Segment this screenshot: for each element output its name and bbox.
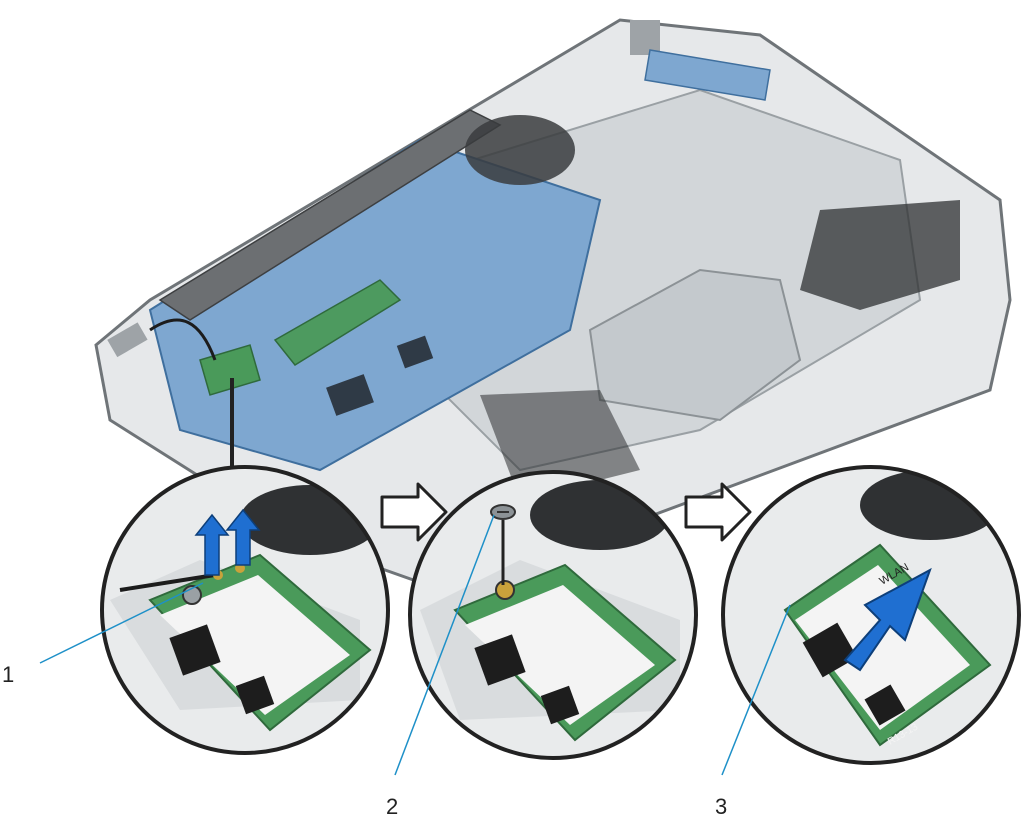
- detail-circle-1: [100, 465, 390, 755]
- callout-line-3: [721, 604, 791, 776]
- callout-number-3: 3: [715, 794, 728, 819]
- laptop-base: [94, 18, 1012, 602]
- lift-arrow-icon: [225, 508, 261, 566]
- speaker-grille: [800, 200, 960, 310]
- callout-line-1: [39, 582, 204, 664]
- chipset: [396, 335, 434, 369]
- detail-circle-3: WLAN R13-13: [721, 465, 1021, 765]
- flow-arrow-icon: [380, 482, 448, 542]
- callout-line-2: [394, 514, 495, 776]
- cpu-chip: [326, 374, 374, 416]
- detail-circle-2: [408, 470, 698, 760]
- lift-arrow-icon: [194, 513, 230, 576]
- io-board: [644, 49, 771, 101]
- cooling-fan: [465, 115, 575, 185]
- speaker-grille-lower: [480, 390, 640, 500]
- callout-number-2: 2: [386, 794, 399, 819]
- antenna-cable: [149, 318, 217, 361]
- callout-number-1: 1: [2, 662, 15, 687]
- right-hinge: [630, 20, 660, 55]
- memory-module: [273, 279, 402, 366]
- remove-arrow-icon: [843, 567, 932, 672]
- left-hinge: [107, 322, 148, 358]
- flow-arrow-icon: [684, 482, 752, 542]
